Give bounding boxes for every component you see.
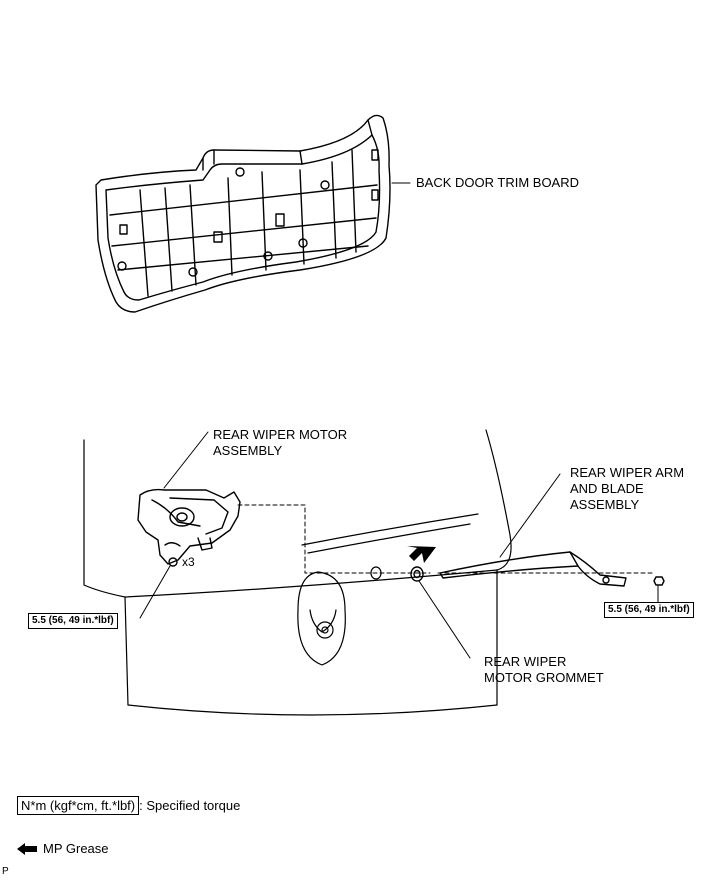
motor-label-line2: ASSEMBLY — [213, 443, 283, 458]
legend-torque: N*m (kgf*cm, ft.*lbf): Specified torque — [17, 796, 240, 815]
motor-torque-box: 5.5 (56, 49 in.*lbf) — [28, 613, 118, 629]
grommet-label-line2: MOTOR GROMMET — [484, 670, 604, 685]
rear-wiper-motor-grommet-part — [410, 566, 471, 659]
arrow-left-icon — [17, 842, 37, 855]
trim-board-label: BACK DOOR TRIM BOARD — [416, 175, 580, 190]
rear-wiper-arm-part — [439, 473, 665, 604]
alignment-lines — [237, 504, 653, 574]
back-door-trim-board-part — [95, 114, 411, 313]
legend-grease: MP Grease — [17, 840, 109, 858]
grommet-label-line1: REAR WIPER — [484, 654, 567, 669]
arm-torque-box: 5.5 (56, 49 in.*lbf) — [604, 602, 694, 618]
back-door-panel — [83, 429, 512, 716]
motor-label-line1: REAR WIPER MOTOR — [213, 427, 348, 442]
quantity-label: x3 — [182, 555, 195, 569]
legend-grease-desc: MP Grease — [43, 841, 109, 856]
legend-torque-desc: : Specified torque — [139, 798, 241, 813]
arm-label-line2: AND BLADE — [570, 481, 644, 496]
legend-torque-unit: N*m (kgf*cm, ft.*lbf) — [17, 796, 140, 815]
arm-label-line1: REAR WIPER ARM — [570, 465, 685, 480]
page-marker: P — [2, 866, 9, 877]
arm-label-line3: ASSEMBLY — [570, 497, 640, 512]
grease-arrow-icon — [407, 546, 436, 563]
rear-wiper-motor-part — [137, 431, 241, 619]
